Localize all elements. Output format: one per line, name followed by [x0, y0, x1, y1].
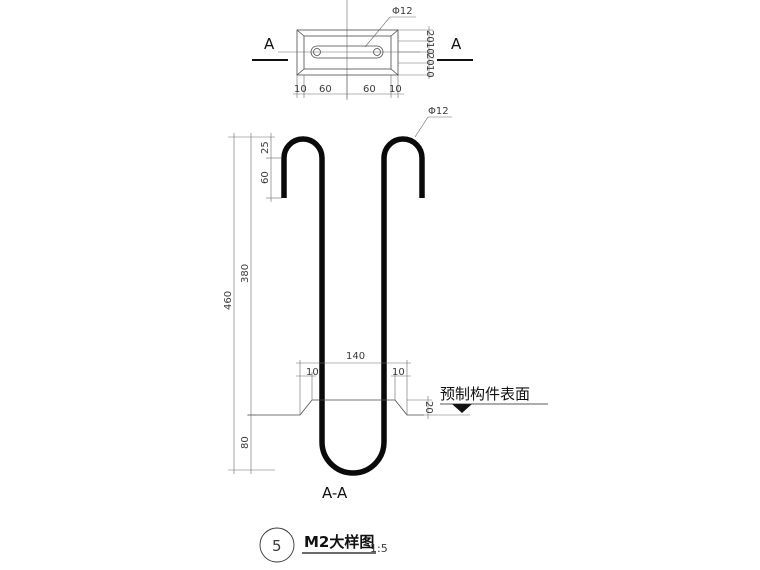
- section-title: A-A: [322, 484, 348, 502]
- plan-dim-r2: 10: [424, 42, 435, 55]
- dim-80: 80: [240, 436, 251, 449]
- detail-number-circle: [259, 527, 295, 563]
- dim-25: 25: [260, 141, 271, 154]
- surface-marker: [452, 404, 472, 413]
- plan-outer-plate: [296, 29, 399, 76]
- section-label-left: A: [264, 35, 275, 53]
- rebar-u-bar: [281, 136, 425, 476]
- dim-10-left: 10: [306, 367, 319, 378]
- plan-dim-r4: 10: [424, 65, 435, 78]
- plan-bar-callout: Φ12: [392, 6, 413, 17]
- detail-number: 5: [272, 537, 282, 555]
- dim-460: 460: [223, 291, 234, 310]
- plan-dim-r3: 20: [424, 53, 435, 66]
- dim-60: 60: [260, 171, 271, 184]
- embed-plate-outline: [248, 399, 424, 416]
- detail-scale: 1:5: [370, 542, 388, 555]
- dim-20: 20: [423, 401, 434, 414]
- dim-380: 380: [240, 264, 251, 283]
- dim-10-right: 10: [392, 367, 405, 378]
- plan-dim-r1: 20: [424, 30, 435, 43]
- plan-dim-b2: 60: [319, 84, 332, 95]
- dim-140: 140: [346, 351, 365, 362]
- surface-label: 预制构件表面: [440, 385, 530, 403]
- elev-bar-callout: Φ12: [428, 106, 449, 117]
- section-view: Φ12 140 10 10 20 预制构件表面 460: [223, 106, 548, 502]
- elev-leader: [414, 116, 429, 138]
- section-label-right: A: [451, 35, 462, 53]
- plan-view: A A Φ12 10 60 60 10 20 10 20 10: [252, 0, 473, 100]
- title-block: 5 M2大样图 1:5: [259, 527, 388, 563]
- plan-dim-b4: 10: [389, 84, 402, 95]
- plan-dim-b1: 10: [294, 84, 307, 95]
- plan-dim-b3: 60: [363, 84, 376, 95]
- plan-leader: [364, 16, 391, 48]
- plan-inner-plate: [303, 35, 392, 70]
- detail-title: M2大样图: [304, 533, 374, 551]
